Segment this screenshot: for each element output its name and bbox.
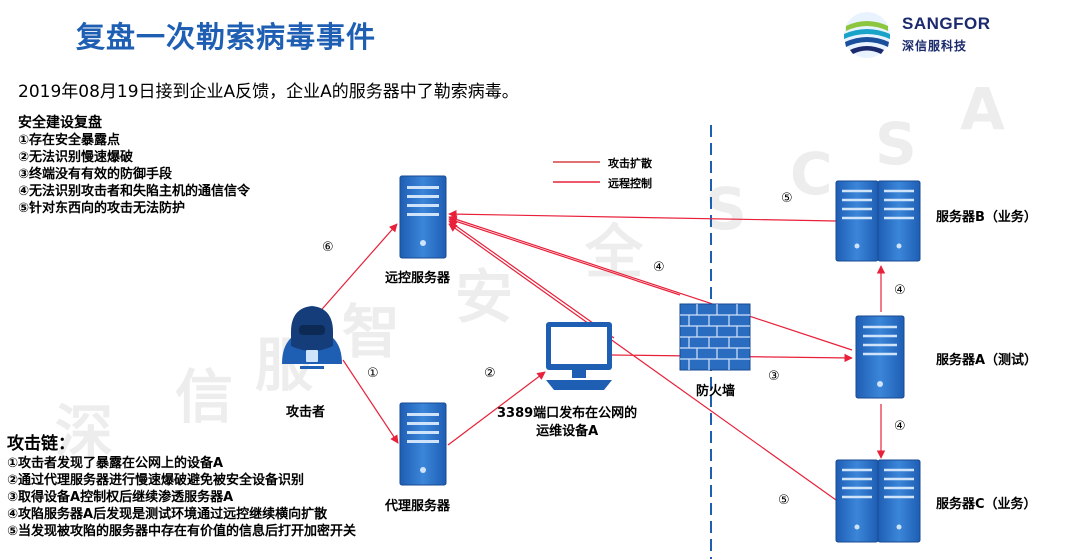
step-5-marker: ⑤: [781, 191, 793, 206]
attacker-icon: [282, 306, 342, 369]
list-item: ②通过代理服务器进行慢速爆破避免被安全设备识别: [7, 473, 305, 488]
proxy-server-label: 代理服务器: [385, 499, 451, 514]
step-3-marker: ③: [768, 369, 780, 384]
step-4-marker: ④: [653, 260, 665, 275]
remote-server-icon: [399, 175, 447, 259]
server-b-icon: [835, 180, 921, 262]
list-item: ①攻击者发现了暴露在公网上的设备A: [7, 456, 224, 471]
arrow-proxy-to-ops: [447, 371, 546, 446]
step-5-marker: ⑤: [778, 493, 790, 508]
list-item: ③终端没有有效的防御手段: [18, 167, 173, 182]
server-c-label: 服务器C（业务）: [936, 497, 1037, 512]
list-item: ②无法识别慢速爆破: [18, 150, 134, 165]
attack-chain-heading: 攻击链：: [7, 434, 75, 454]
step-2-marker: ②: [484, 366, 496, 381]
step-4-marker: ④: [894, 419, 906, 434]
proxy-server-icon: [399, 402, 447, 486]
watermark-char: S: [875, 110, 917, 178]
ops-device-label-line2: 运维设备A: [536, 424, 599, 439]
watermark-char: A: [960, 75, 1005, 143]
watermark-char: 信: [175, 363, 234, 431]
server-a-icon: [855, 315, 905, 399]
list-item: ④攻陷服务器A后发现是测试环境通过远控继续横向扩散: [7, 507, 328, 522]
arrow-attacker-to-proxy: [342, 359, 399, 444]
step-1-marker: ①: [367, 366, 379, 381]
list-item: ⑤当发现被攻陷的服务器中存在有价值的信息后打开加密开关: [7, 524, 357, 539]
security-review-list: 安全建设复盘 ①存在安全暴露点 ②无法识别慢速爆破 ③终端没有有效的防御手段 ④…: [18, 115, 250, 217]
watermark-char: 全: [585, 218, 644, 286]
arrow-server-c-to-remote: [448, 223, 837, 501]
step-6-marker: ⑥: [322, 240, 334, 255]
server-a-label: 服务器A（测试）: [936, 353, 1038, 368]
step-4-marker: ④: [894, 283, 906, 298]
firewall-label: 防火墙: [696, 384, 736, 399]
review-heading: 安全建设复盘: [18, 115, 102, 131]
list-item: ④无法识别攻击者和失陷主机的通信信令: [18, 184, 251, 199]
server-c-icon: [835, 459, 921, 543]
ops-device-monitor-icon: [546, 322, 612, 390]
sangfor-globe-icon: [844, 12, 890, 58]
legend-spread-label: 攻击扩散: [608, 157, 652, 170]
remote-server-label: 远控服务器: [385, 271, 451, 286]
ops-device-label-line1: 3389端口发布在公网的: [497, 406, 638, 421]
watermark-char: C: [790, 140, 833, 208]
logo-name: SANGFOR: [902, 14, 991, 33]
sangfor-logo: SANGFOR 深信服科技: [842, 10, 1062, 60]
watermark-char: 深: [55, 398, 114, 466]
watermark-char: 安: [455, 263, 514, 331]
arrow-remote-to-attacker: [315, 223, 398, 317]
arrow-server-a-to-remote: [448, 215, 853, 351]
attack-chain-list: 攻击链： ①攻击者发现了暴露在公网上的设备A ②通过代理服务器进行慢速爆破避免被…: [7, 433, 356, 540]
arrow-ops-to-remote: [448, 220, 615, 339]
list-item: ①存在安全暴露点: [18, 133, 121, 148]
server-b-label: 服务器B（业务）: [936, 210, 1037, 225]
list-item: ⑤针对东西向的攻击无法防护: [18, 201, 186, 216]
list-item: ③取得设备A控制权后继续渗透服务器A: [7, 490, 234, 505]
incident-summary: 2019年08月19日接到企业A反馈，企业A的服务器中了勒索病毒。: [18, 82, 519, 102]
legend-remote-label: 远程控制: [608, 177, 652, 190]
arrow-fw-to-remote: [448, 217, 681, 296]
ops-device-label: 3389端口发布在公网的 运维设备A: [497, 405, 637, 441]
logo-subtitle: 深信服科技: [902, 39, 968, 53]
firewall-icon: [679, 303, 751, 371]
attacker-label: 攻击者: [286, 405, 326, 420]
arrow-server-b-to-remote: [448, 209, 837, 222]
page-title: 复盘一次勒索病毒事件: [76, 20, 377, 54]
